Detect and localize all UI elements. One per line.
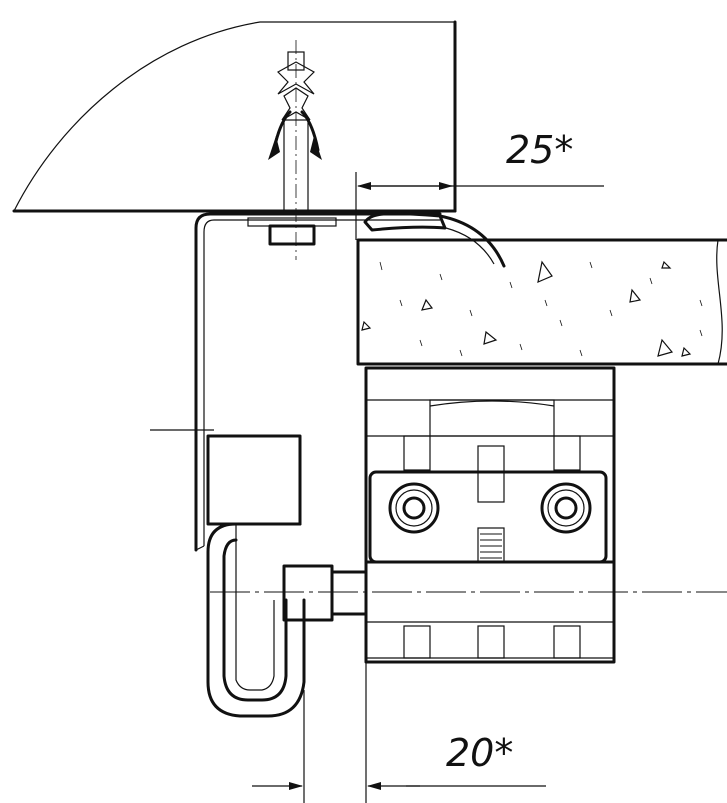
dimension-label-top: 25* <box>506 128 573 172</box>
rail-bracket <box>194 212 506 552</box>
roller-right-icon <box>540 482 592 534</box>
wall-plug-icon <box>268 40 322 260</box>
dimension-label-bottom: 20* <box>446 731 513 775</box>
ceiling-block <box>12 20 457 213</box>
center-lines <box>150 172 727 803</box>
shelf-board <box>356 238 727 366</box>
rail-runner <box>364 366 616 664</box>
dimension-arrows <box>252 182 453 790</box>
glider-hook <box>206 434 368 718</box>
roller-left-icon <box>388 482 440 534</box>
screw-head-icon <box>247 217 337 246</box>
